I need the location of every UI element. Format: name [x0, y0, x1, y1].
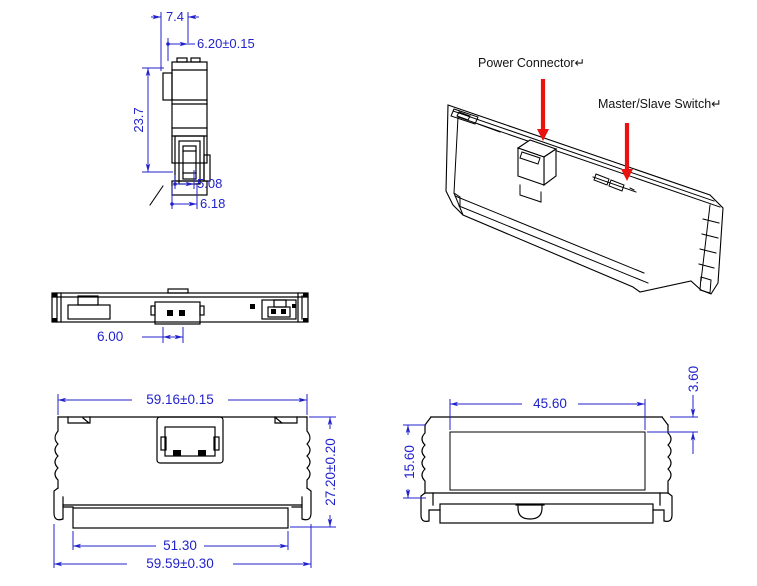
side-view-drawing: 7.4 6.20±0.15 23.7 5.08 6.18 [131, 9, 255, 211]
isometric-view-drawing: Power Connector↵ Master/Slave Switch↵ [445, 56, 724, 295]
iso-annotations: Power Connector↵ Master/Slave Switch↵ [478, 56, 722, 181]
top-view-dimensions: 6.00 [97, 327, 184, 344]
iso-power-connector-block [516, 139, 558, 203]
back-view-outline [420, 416, 673, 524]
dim-top-connector-width: 6.00 [97, 329, 123, 344]
iso-body [445, 104, 724, 295]
dim-back-wall-height: 15.60 [402, 445, 417, 479]
master-slave-arrowhead-icon [621, 169, 633, 181]
dim-side-tab-width: 7.4 [166, 9, 184, 24]
power-connector-label: Power Connector↵ [478, 56, 585, 70]
dim-side-inner-width: 5.08 [197, 176, 222, 191]
dim-front-board-width: 51.30 [163, 538, 197, 553]
iso-switch-detail [592, 173, 637, 193]
back-view-dimensions: 45.60 3.60 15.60 [402, 366, 701, 499]
dim-front-body-width: 59.16±0.15 [146, 392, 213, 407]
power-connector-arrowhead-icon [537, 129, 549, 141]
dim-side-body-width: 6.20±0.15 [197, 36, 255, 51]
top-view-drawing: 6.00 [51, 288, 309, 344]
master-slave-switch-label: Master/Slave Switch↵ [598, 97, 722, 111]
side-view-dimensions: 7.4 6.20±0.15 23.7 5.08 6.18 [131, 9, 255, 211]
back-view-drawing: 45.60 3.60 15.60 [402, 366, 701, 524]
top-view-outline [51, 288, 309, 325]
front-view-dimensions: 59.16±0.15 27.20±0.20 51.30 59.59±0.30 [53, 392, 338, 571]
dim-side-base-width: 6.18 [200, 196, 225, 211]
dim-back-opening-width: 45.60 [533, 396, 567, 411]
dim-front-height: 27.20±0.20 [323, 438, 338, 505]
front-view-outline [53, 416, 312, 529]
dim-side-height: 23.7 [131, 107, 146, 132]
front-view-drawing: 59.16±0.15 27.20±0.20 51.30 59.59±0.30 [53, 392, 338, 571]
dim-front-overall-width: 59.59±0.30 [146, 556, 213, 571]
dim-back-rim-height: 3.60 [686, 366, 701, 392]
